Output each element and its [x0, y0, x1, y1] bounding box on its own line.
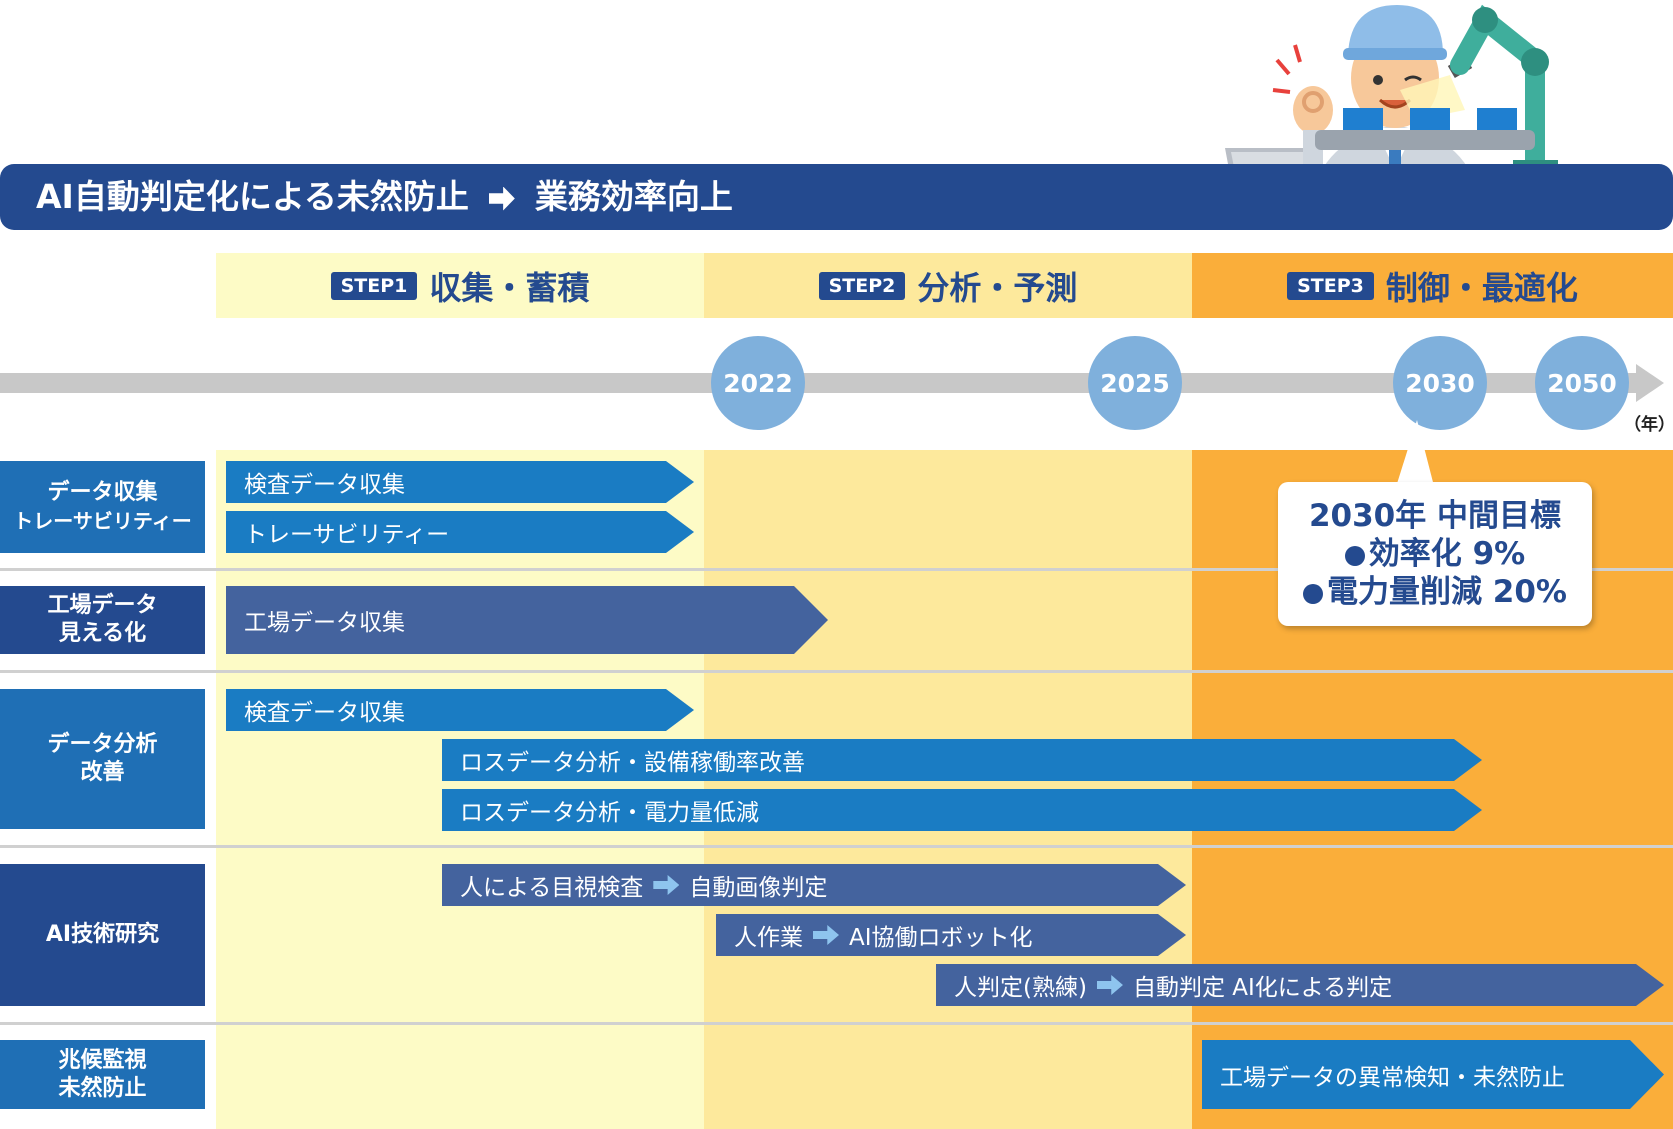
- year-marker-2030: 2030: [1393, 336, 1487, 430]
- row-label-data-analysis: データ分析 改善: [0, 689, 205, 829]
- step1-header: STEP1 収集・蓄積: [216, 253, 704, 318]
- title-main: AI自動判定化による未然防止: [36, 177, 469, 216]
- callout-item-text: 電力量削減 20%: [1327, 574, 1567, 610]
- right-arrow-icon: [813, 925, 839, 945]
- step2-label: 分析・予測: [917, 268, 1078, 307]
- callout-title: 2030年 中間目標: [1308, 498, 1562, 534]
- right-arrow-icon: [488, 186, 515, 211]
- year-unit-label: （年）: [1624, 415, 1673, 435]
- step1-label: 収集・蓄積: [429, 268, 590, 307]
- bar-loss-analysis-power: ロスデータ分析・電力量低減: [442, 789, 1482, 831]
- row-divider: [0, 845, 1673, 848]
- bar-text-from: 人判定(熟練): [954, 975, 1087, 1001]
- row-label-line: 兆候監視: [58, 1047, 147, 1073]
- page-title: AI自動判定化による未然防止 業務効率向上: [36, 176, 733, 218]
- bar-manual-to-cobot: 人作業 AI協働ロボット化: [716, 914, 1186, 956]
- right-arrow-icon: [653, 875, 679, 895]
- bar-traceability: トレーサビリティー: [226, 511, 694, 553]
- row-divider: [0, 568, 1673, 571]
- year-marker-2050: 2050: [1535, 336, 1629, 430]
- bullet-icon: [1303, 583, 1323, 604]
- callout-item-efficiency: 効率化 9%: [1344, 535, 1526, 573]
- year-marker-2025: 2025: [1088, 336, 1182, 430]
- bar-loss-analysis-utilization: ロスデータ分析・設備稼働率改善: [442, 739, 1482, 781]
- timeline-arrowhead: [1636, 364, 1664, 402]
- row-label-data-collection: データ収集 トレーサビリティー: [0, 461, 205, 553]
- bar-text-from: 人による目視検査: [460, 875, 644, 901]
- bar-text-from: 人作業: [734, 925, 803, 951]
- title-banner: [0, 164, 1673, 230]
- row-divider: [0, 1022, 1673, 1025]
- row-label-line: 改善: [80, 760, 125, 785]
- bar-inspection-data-collection: 検査データ収集: [226, 461, 694, 503]
- step1-badge: STEP1: [330, 271, 418, 300]
- step3-badge: STEP3: [1287, 271, 1374, 300]
- bar-text-to: 自動判定 AI化による判定: [1132, 975, 1393, 1001]
- bar-visual-to-auto-image: 人による目視検査 自動画像判定: [442, 864, 1186, 906]
- timeline-line: [0, 373, 1640, 393]
- row-label-line: AI技術研究: [45, 922, 160, 947]
- step3-header: STEP3 制御・最適化: [1192, 253, 1673, 318]
- title-sub: 業務効率向上: [534, 177, 733, 216]
- bar-anomaly-detection: 工場データの異常検知・未然防止: [1202, 1040, 1664, 1109]
- step3-label: 制御・最適化: [1385, 268, 1578, 307]
- callout-item-text: 効率化 9%: [1368, 536, 1526, 572]
- step2-header: STEP2 分析・予測: [704, 253, 1192, 318]
- bar-inspection-data-collection-2: 検査データ収集: [226, 689, 694, 731]
- row-label-predictive-monitoring: 兆候監視 未然防止: [0, 1040, 205, 1109]
- row-divider: [0, 670, 1673, 673]
- row-label-line: データ収集: [47, 480, 158, 505]
- bullet-icon: [1344, 545, 1365, 566]
- row-label-line: 見える化: [58, 621, 147, 646]
- row-label-line: データ分析: [47, 732, 158, 757]
- step2-badge: STEP2: [818, 271, 906, 300]
- callout-item-power: 電力量削減 20%: [1303, 573, 1567, 611]
- target-2030-callout: 2030年 中間目標 効率化 9% 電力量削減 20%: [1278, 482, 1592, 626]
- bar-text-to: AI協働ロボット化: [849, 925, 1033, 951]
- bar-factory-data-collection: 工場データ収集: [226, 586, 828, 654]
- right-arrow-icon: [1097, 975, 1123, 995]
- row-label-line: 未然防止: [58, 1075, 147, 1101]
- year-marker-2022: 2022: [711, 336, 805, 430]
- row-label-ai-research: AI技術研究: [0, 864, 205, 1006]
- row-label-line: 工場データ: [47, 593, 158, 618]
- row-label-factory-visualization: 工場データ 見える化: [0, 586, 205, 654]
- bar-text-to: 自動画像判定: [689, 875, 828, 901]
- bar-expert-to-ai-judgment: 人判定(熟練) 自動判定 AI化による判定: [936, 964, 1664, 1006]
- row-label-line: トレーサビリティー: [13, 509, 192, 533]
- robot-arm-conveyor-icon: [1315, 4, 1558, 180]
